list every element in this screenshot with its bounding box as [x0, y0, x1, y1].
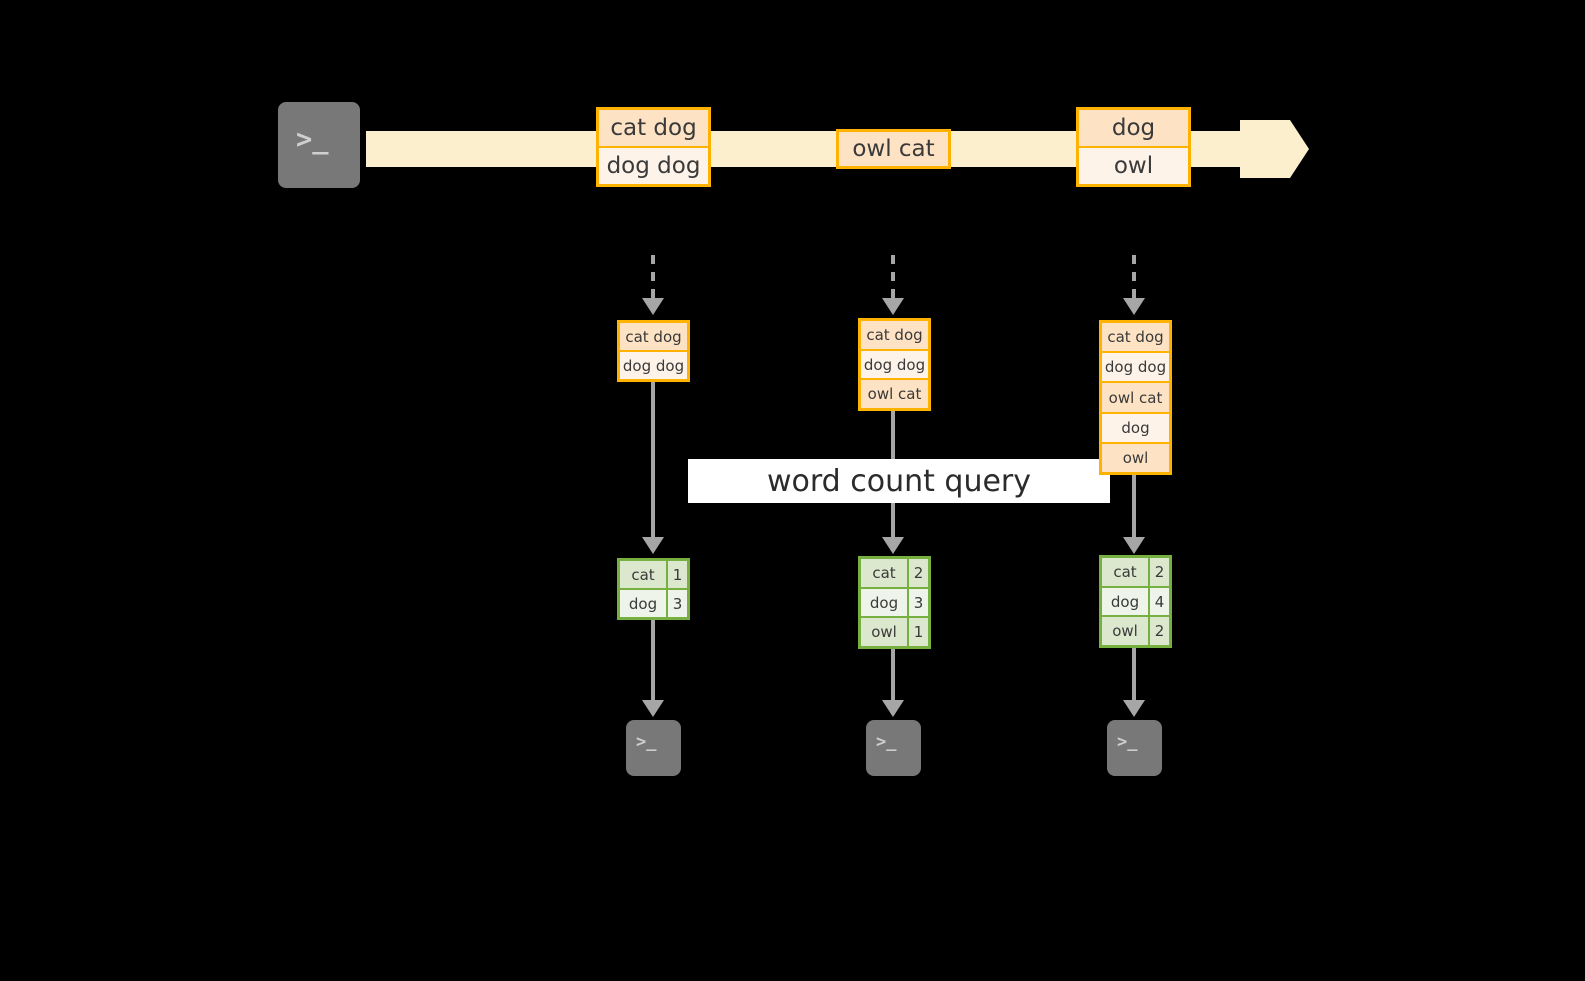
- result-word: cat: [620, 561, 668, 588]
- stream-to-snapshot-dashed-line-2: [891, 255, 895, 300]
- result-word: dog: [861, 588, 909, 617]
- prompt-glyph: >_: [876, 732, 897, 752]
- result-word: cat: [1102, 558, 1150, 586]
- snapshot-box-3: cat dog dog dog owl cat dog owl: [1099, 320, 1172, 475]
- snapshot-to-result-arrowhead-3: [1123, 537, 1145, 554]
- snapshot-line: owl cat: [1102, 381, 1169, 412]
- snapshot-to-result-line-1: [651, 380, 655, 550]
- stream-record-line: owl cat: [839, 132, 948, 166]
- stream-record-line: cat dog: [599, 110, 708, 146]
- table-row: dog 3: [861, 586, 928, 617]
- result-count: 3: [909, 588, 928, 617]
- snapshot-to-result-arrowhead-2: [882, 537, 904, 554]
- snapshot-line: dog dog: [861, 348, 928, 379]
- snapshot-line: owl: [1102, 441, 1169, 473]
- stream-band-arrowhead: [1290, 120, 1309, 178]
- query-banner-label: word count query: [766, 463, 1032, 499]
- prompt-glyph: >_: [636, 732, 657, 752]
- stream-to-snapshot-dashed-line-1: [651, 255, 655, 300]
- result-table-1: cat 1 dog 3: [617, 558, 690, 620]
- terminal-body: [1107, 720, 1162, 776]
- stream-record-group-3: dog owl: [1076, 107, 1191, 187]
- terminal-body: [866, 720, 921, 776]
- stream-record-line: dog dog: [599, 146, 708, 184]
- result-to-sink-line-2: [891, 647, 895, 708]
- snapshot-box-1: cat dog dog dog: [617, 320, 690, 382]
- terminal-body: [626, 720, 681, 776]
- stream-to-snapshot-dashed-line-3: [1132, 255, 1136, 300]
- result-count: 2: [1150, 558, 1169, 586]
- result-word: owl: [1102, 617, 1150, 646]
- stream-record-line: owl: [1079, 146, 1188, 184]
- query-banner: word count query: [688, 459, 1110, 503]
- table-row: dog 3: [620, 588, 687, 617]
- table-row: owl 1: [861, 616, 928, 647]
- result-table-2: cat 2 dog 3 owl 1: [858, 556, 931, 649]
- result-count: 1: [909, 618, 928, 647]
- snapshot-line: dog dog: [620, 350, 687, 379]
- stream-to-snapshot-arrowhead-1: [642, 298, 664, 315]
- table-row: cat 1: [620, 561, 687, 588]
- result-table-3: cat 2 dog 4 owl 2: [1099, 555, 1172, 648]
- snapshot-to-result-line-3: [1132, 470, 1136, 550]
- result-count: 1: [668, 561, 687, 588]
- result-count: 3: [668, 590, 687, 617]
- table-row: owl 2: [1102, 615, 1169, 646]
- snapshot-line: cat dog: [861, 321, 928, 349]
- stream-to-snapshot-arrowhead-3: [1123, 298, 1145, 315]
- prompt-glyph: >_: [296, 124, 329, 155]
- snapshot-box-2: cat dog dog dog owl cat: [858, 318, 931, 411]
- result-word: dog: [1102, 587, 1150, 616]
- snapshot-line: owl cat: [861, 378, 928, 409]
- snapshot-line: cat dog: [1102, 323, 1169, 352]
- result-to-sink-arrowhead-2: [882, 700, 904, 717]
- sink-terminal-icon-1: >_: [620, 714, 687, 782]
- result-to-sink-line-1: [651, 618, 655, 708]
- result-word: cat: [861, 559, 909, 587]
- stream-record-group-2: owl cat: [836, 129, 951, 169]
- result-count: 2: [909, 559, 928, 587]
- result-count: 2: [1150, 617, 1169, 646]
- sink-terminal-icon-2: >_: [860, 714, 927, 782]
- sink-terminal-icon-3: >_: [1101, 714, 1168, 782]
- result-to-sink-line-3: [1132, 646, 1136, 708]
- result-word: owl: [861, 618, 909, 647]
- table-row: cat 2: [1102, 558, 1169, 586]
- stream-record-group-1: cat dog dog dog: [596, 107, 711, 187]
- terminal-body: [278, 102, 360, 188]
- stream-band-head-base: [1240, 120, 1290, 178]
- result-to-sink-arrowhead-1: [642, 700, 664, 717]
- stream-to-snapshot-arrowhead-2: [882, 298, 904, 315]
- table-row: dog 4: [1102, 585, 1169, 616]
- result-count: 4: [1150, 587, 1169, 616]
- snapshot-to-result-arrowhead-1: [642, 537, 664, 554]
- snapshot-line: dog dog: [1102, 351, 1169, 382]
- snapshot-line: dog: [1102, 411, 1169, 442]
- prompt-glyph: >_: [1117, 732, 1138, 752]
- source-terminal-icon: >_: [272, 96, 366, 194]
- stream-record-line: dog: [1079, 110, 1188, 146]
- result-to-sink-arrowhead-3: [1123, 700, 1145, 717]
- snapshot-line: cat dog: [620, 323, 687, 350]
- result-word: dog: [620, 590, 668, 617]
- table-row: cat 2: [861, 559, 928, 587]
